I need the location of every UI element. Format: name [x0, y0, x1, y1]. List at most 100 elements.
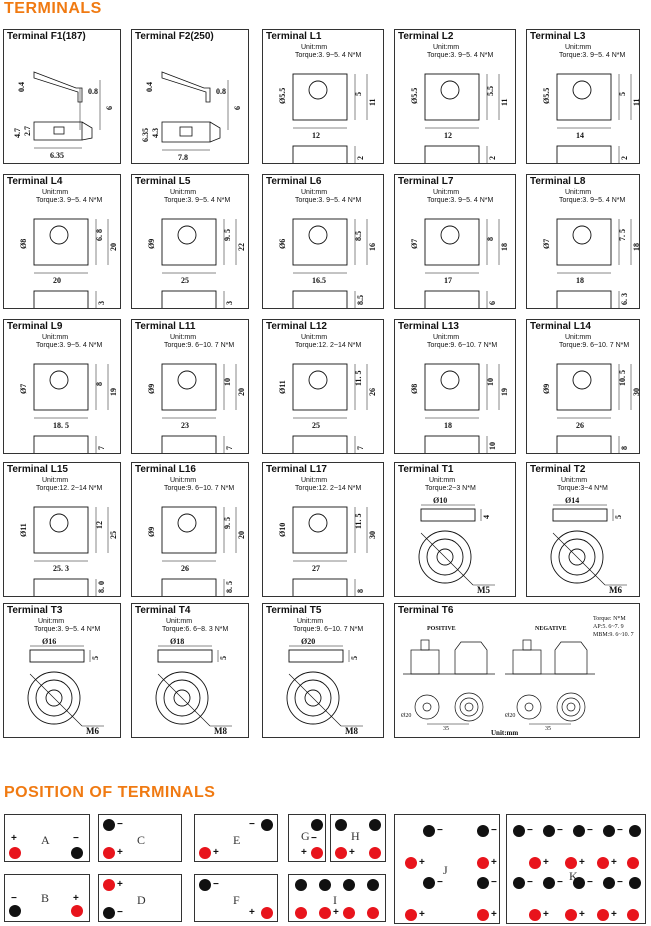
- card-unit: Unit:mm: [170, 189, 197, 196]
- card-unit: Unit:mm: [565, 334, 592, 341]
- card-title: Terminal T2: [530, 464, 586, 475]
- dim-edge: 5: [354, 92, 363, 96]
- dim-thickness: 3: [97, 301, 106, 305]
- dim-width: 16.5: [312, 276, 326, 285]
- dim-width: 20: [53, 276, 61, 285]
- dim-edge: 9. 5: [223, 229, 232, 241]
- lug-hole: [572, 225, 592, 245]
- card-title: Terminal L2: [398, 31, 454, 42]
- positive-terminal: [597, 857, 609, 869]
- t6-unit: Unit:mm: [491, 729, 518, 737]
- post-top-outer: [27, 671, 81, 725]
- post-top-outer: [418, 530, 472, 584]
- post-side: [29, 649, 85, 663]
- negative-terminal: [629, 877, 641, 889]
- card-unit: Unit:mm: [42, 477, 69, 484]
- dim-hole: Ø7: [410, 239, 419, 249]
- lug-hole: [308, 80, 328, 100]
- card-title: Terminal F1(187): [7, 31, 86, 42]
- dim-hole: Ø5.5: [410, 88, 419, 104]
- card-title: Terminal L12: [266, 321, 327, 332]
- dim-edge: 8: [95, 382, 104, 386]
- position-h: H+: [330, 814, 386, 862]
- lug-plate: [424, 363, 480, 411]
- lug-side: [424, 145, 480, 163]
- negative-terminal: [477, 877, 489, 889]
- dim-height: 5: [91, 656, 100, 660]
- card-unit: Unit:mm: [433, 189, 460, 196]
- positive-terminal: [627, 857, 639, 869]
- lug-side: [161, 578, 217, 596]
- card-torque: Torque:3. 9~5. 4 N*M: [427, 197, 494, 204]
- dim-diameter: Ø14: [565, 496, 579, 505]
- dim-height: 20: [237, 531, 246, 539]
- dim-edge: 11. 5: [354, 513, 363, 529]
- dim-edge: 8: [486, 237, 495, 241]
- card-torque: Torque:3. 9~5. 4 N*M: [34, 626, 101, 633]
- minus-sign: −: [557, 825, 563, 836]
- dim-height: 22: [237, 243, 246, 251]
- dim-height: 18: [632, 243, 640, 251]
- card-title: Terminal L14: [530, 321, 591, 332]
- dim-width: 18. 5: [53, 421, 69, 430]
- positive-terminal: [103, 847, 115, 859]
- dim-thickness: 3: [225, 301, 234, 305]
- positive-terminal: [565, 909, 577, 921]
- dim-width: 27: [312, 564, 320, 573]
- dim-width: 18: [576, 276, 584, 285]
- minus-sign: −: [527, 825, 533, 836]
- card-title: Terminal L4: [7, 176, 63, 187]
- lug-hole: [49, 370, 69, 390]
- dim-height: 30: [632, 388, 640, 396]
- plus-sign: +: [249, 907, 255, 918]
- dim-edge: 5.5: [486, 86, 495, 96]
- post-side: [420, 508, 476, 522]
- card-torque: Torque:3~4 N*M: [557, 485, 608, 492]
- negative-terminal: [103, 907, 115, 919]
- lug-side: [556, 145, 612, 163]
- dim-width: 26: [576, 421, 584, 430]
- negative-terminal: [367, 879, 379, 891]
- post-side: [552, 508, 608, 522]
- lug-plate: [292, 73, 348, 121]
- dim-hole: Ø7: [19, 384, 28, 394]
- negative-terminal: [199, 879, 211, 891]
- position-label: G: [301, 829, 310, 843]
- card-torque: Torque:6. 6~8. 3 N*M: [162, 626, 229, 633]
- card-torque: Torque:3. 9~5. 4 N*M: [559, 52, 626, 59]
- lug-hole: [308, 513, 328, 533]
- dim-thickness: 8.5: [356, 295, 365, 305]
- negative-terminal: [369, 819, 381, 831]
- dim-height: 5: [614, 515, 623, 519]
- plus-sign: +: [419, 909, 425, 920]
- card-unit: Unit:mm: [297, 618, 324, 625]
- dim-thickness: 7: [97, 446, 106, 450]
- dim-bolt: M8: [214, 726, 227, 736]
- position-d: D+−: [98, 874, 182, 922]
- dim-thickness: 8. 5: [225, 581, 234, 593]
- card-unit: Unit:mm: [565, 189, 592, 196]
- card-unit: Unit:mm: [561, 477, 588, 484]
- terminal-f1-drawing: 0.4 0.8 6 4.7 2.7 6.35: [13, 71, 114, 160]
- dim-height: 5: [219, 656, 228, 660]
- card-torque: Torque:9. 6~10. 7 N*M: [164, 342, 235, 349]
- card-title: Terminal T4: [135, 605, 191, 616]
- position-label: E: [233, 833, 241, 847]
- dim-edge: 7. 5: [618, 229, 627, 241]
- dim-height: 6: [105, 106, 114, 110]
- dim-width: 25: [312, 421, 320, 430]
- position-g: G−+: [288, 814, 326, 862]
